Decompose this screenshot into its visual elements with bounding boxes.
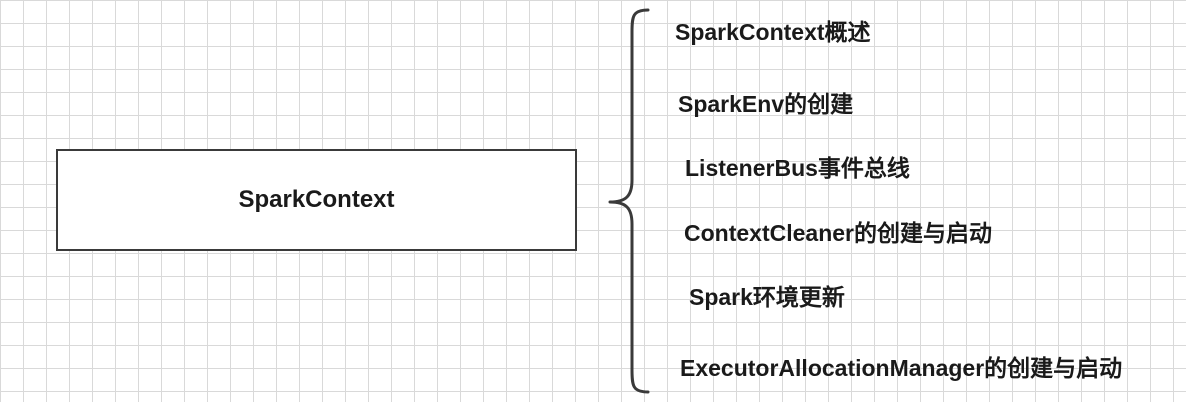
branch-item-sparkcontext-overview: SparkContext概述 <box>675 19 871 45</box>
curly-brace <box>608 8 650 394</box>
branch-item-spark-env-update: Spark环境更新 <box>689 284 845 310</box>
branch-item-contextcleaner: ContextCleaner的创建与启动 <box>684 220 992 246</box>
branch-item-executor-allocation-manager: ExecutorAllocationManager的创建与启动 <box>680 355 1123 381</box>
root-node-label: SparkContext <box>238 186 395 213</box>
branch-item-sparkenv-creation: SparkEnv的创建 <box>678 91 854 117</box>
root-node-box: SparkContext <box>56 149 577 251</box>
branch-item-listenerbus: ListenerBus事件总线 <box>685 155 910 181</box>
